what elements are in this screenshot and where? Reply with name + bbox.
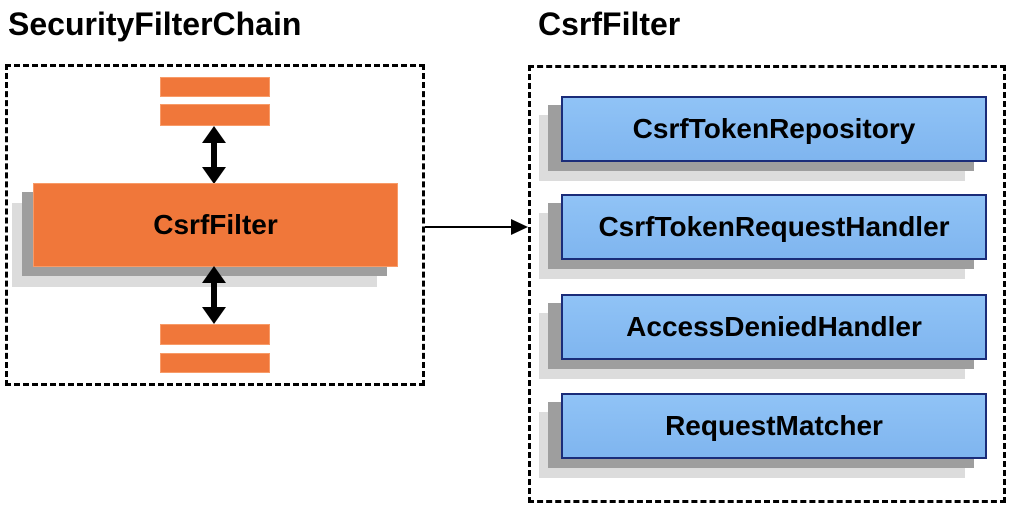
filter-placeholder-bar (160, 353, 270, 373)
csrf-filter-panel: CsrfTokenRepository CsrfTokenRequestHand… (528, 65, 1006, 503)
security-filter-chain-title: SecurityFilterChain (8, 6, 302, 42)
component-box-csrf-token-request-handler: CsrfTokenRequestHandler (561, 194, 987, 260)
arrowhead-down-icon (202, 307, 226, 324)
component-box-request-matcher: RequestMatcher (561, 393, 987, 459)
csrf-filter-title: CsrfFilter (538, 6, 681, 42)
component-label: CsrfTokenRequestHandler (598, 211, 950, 242)
component-label: AccessDeniedHandler (626, 311, 922, 342)
csrf-filter-box-label: CsrfFilter (153, 209, 278, 240)
component-label: CsrfTokenRepository (632, 113, 916, 144)
arrowhead-right-icon (511, 219, 528, 235)
filter-placeholder-bar (160, 104, 270, 126)
filter-placeholder-bar (160, 324, 270, 345)
security-filter-chain-panel: CsrfFilter (5, 64, 425, 386)
vertical-double-arrow-icon (202, 126, 226, 184)
arrowhead-up-icon (202, 126, 226, 143)
csrf-filter-box: CsrfFilter (33, 183, 398, 267)
arrowhead-up-icon (202, 266, 226, 283)
arrow-shaft (425, 226, 514, 228)
filter-placeholder-bar (160, 77, 270, 97)
component-box-access-denied-handler: AccessDeniedHandler (561, 294, 987, 360)
component-label: RequestMatcher (665, 410, 883, 441)
arrowhead-down-icon (202, 167, 226, 184)
component-box-csrf-token-repository: CsrfTokenRepository (561, 96, 987, 162)
arrow-shaft (211, 279, 217, 311)
arrow-shaft (211, 139, 217, 171)
vertical-double-arrow-icon (202, 266, 226, 324)
flow-arrow-icon (425, 219, 528, 235)
